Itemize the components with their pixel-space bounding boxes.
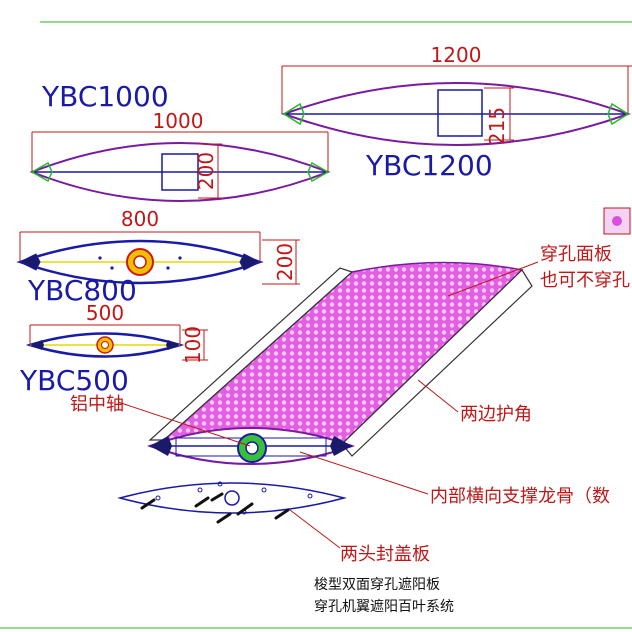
perforated-panel-label-1: 穿孔面板 — [540, 244, 612, 265]
thumbnail-icon — [603, 207, 631, 235]
aluminum-axis-label: 铝中轴 — [70, 394, 124, 415]
end-cap-label: 两头封盖板 — [340, 544, 430, 565]
caption-line-1: 梭型双面穿孔遮阳板 — [314, 576, 440, 593]
screws — [140, 492, 290, 524]
ybc800-height-dim: 200 — [273, 243, 297, 281]
internal-rib-label: 内部横向支撑龙骨（数 — [430, 486, 610, 507]
ybc1000-label: YBC1000 — [41, 80, 169, 113]
ybc1200-label: YBC1200 — [365, 149, 493, 182]
ybc500-label: YBC500 — [19, 364, 129, 397]
callout-internal-rib: 内部横向支撑龙骨（数 — [299, 451, 610, 507]
ybc1200-width-dim: 1200 — [431, 43, 482, 67]
perforated-panel-label-2: 也可不穿孔 — [540, 270, 630, 291]
profile-ybc500: 500 100 YBC500 — [19, 301, 208, 397]
blade-3d — [147, 261, 533, 465]
ybc1200-height-dim: 215 — [485, 107, 509, 145]
edge-protector — [341, 269, 533, 457]
callout-end-cap: 两头封盖板 — [289, 509, 430, 565]
end-cap-plate — [117, 481, 347, 524]
ybc1000-height-dim: 200 — [194, 152, 218, 190]
profile-ybc1200: 1200 215 YBC1200 — [281, 43, 632, 182]
edge-protector-label: 两边护角 — [460, 404, 532, 425]
callout-edge-protector: 两边护角 — [417, 379, 532, 425]
ybc1000-width-dim: 1000 — [153, 109, 204, 133]
ybc500-height-dim: 100 — [181, 326, 205, 364]
profile-ybc1000: YBC1000 1000 200 — [29, 80, 331, 202]
caption-line-2: 穿孔机翼遮阳百叶系统 — [314, 599, 454, 615]
callout-perforated-panel: 穿孔面板 也可不穿孔 — [447, 244, 630, 297]
ybc800-width-dim: 800 — [121, 207, 159, 231]
ybc800-label: YBC800 — [27, 274, 137, 307]
callout-aluminum-axis: 铝中轴 — [70, 394, 251, 447]
ybc500-width-dim: 500 — [86, 301, 124, 325]
profile-ybc800: 800 200 YBC800 — [16, 207, 300, 307]
